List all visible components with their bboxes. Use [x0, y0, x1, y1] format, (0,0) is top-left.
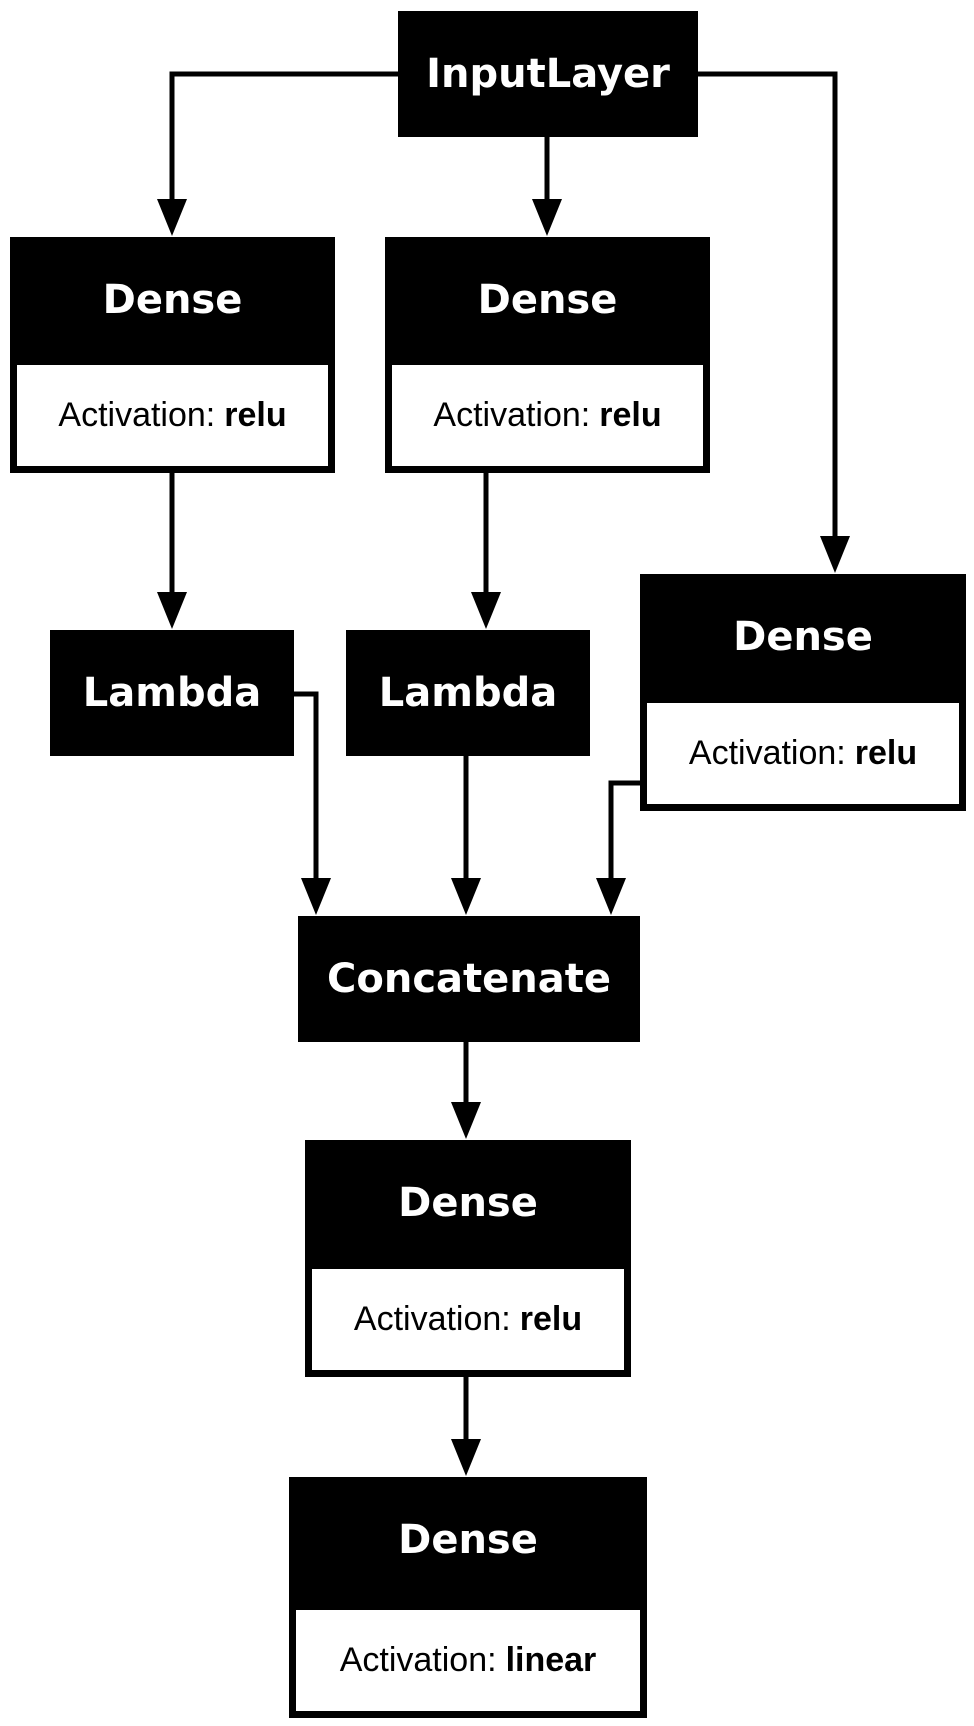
arrowhead-dense-c	[820, 536, 850, 573]
node-title: Concatenate	[327, 956, 611, 1002]
node-dense-a: Dense Activation: relu	[10, 237, 335, 473]
activation-box: Activation: linear	[296, 1610, 640, 1711]
edge-input-to-dense-c	[698, 71, 838, 542]
arrowhead-concat-left	[301, 878, 331, 915]
activation-value: linear	[505, 1641, 597, 1679]
node-title: Dense	[102, 277, 243, 323]
arrowhead-concat-right	[596, 878, 626, 915]
node-input-layer: InputLayer	[398, 11, 698, 137]
arrowhead-dense-b	[532, 199, 562, 236]
node-dense-c: Dense Activation: relu	[640, 574, 966, 811]
edge-input-to-dense-a	[169, 71, 398, 205]
node-lambda-b: Lambda	[346, 630, 590, 756]
activation-box: Activation: relu	[647, 703, 959, 804]
activation-box: Activation: relu	[17, 365, 328, 466]
node-title: Dense	[398, 1517, 538, 1563]
node-concatenate: Concatenate	[298, 916, 640, 1042]
activation-label: Activation:	[353, 1300, 511, 1338]
activation-box: Activation: relu	[392, 365, 703, 466]
arrowhead-dense-out	[451, 1439, 481, 1476]
edge-lambda-a-to-concat	[293, 691, 319, 884]
arrowhead-lambda-a	[157, 592, 187, 629]
arrowhead-dense-d	[451, 1102, 481, 1139]
node-title: Dense	[398, 1180, 538, 1226]
node-title: InputLayer	[426, 51, 670, 97]
activation-label: Activation:	[339, 1641, 497, 1679]
activation-label: Activation:	[433, 396, 591, 434]
node-title: Lambda	[82, 670, 262, 716]
node-dense-out: Dense Activation: linear	[289, 1477, 647, 1718]
edge-dense-c-to-concat	[608, 780, 640, 884]
activation-value: relu	[224, 396, 287, 434]
node-title: Dense	[733, 614, 873, 660]
activation-label: Activation:	[58, 396, 216, 434]
node-title: Dense	[477, 277, 618, 323]
activation-box: Activation: relu	[312, 1269, 624, 1370]
node-dense-b: Dense Activation: relu	[385, 237, 710, 473]
activation-value: relu	[519, 1300, 583, 1338]
activation-value: relu	[599, 396, 662, 434]
node-lambda-a: Lambda	[50, 630, 294, 756]
arrowhead-concat-mid	[451, 878, 481, 915]
arrowhead-dense-a	[157, 199, 187, 236]
node-title: Lambda	[378, 670, 558, 716]
arrowhead-lambda-b	[471, 592, 501, 629]
node-dense-d: Dense Activation: relu	[305, 1140, 631, 1377]
activation-label: Activation:	[688, 734, 846, 772]
activation-value: relu	[854, 734, 918, 772]
